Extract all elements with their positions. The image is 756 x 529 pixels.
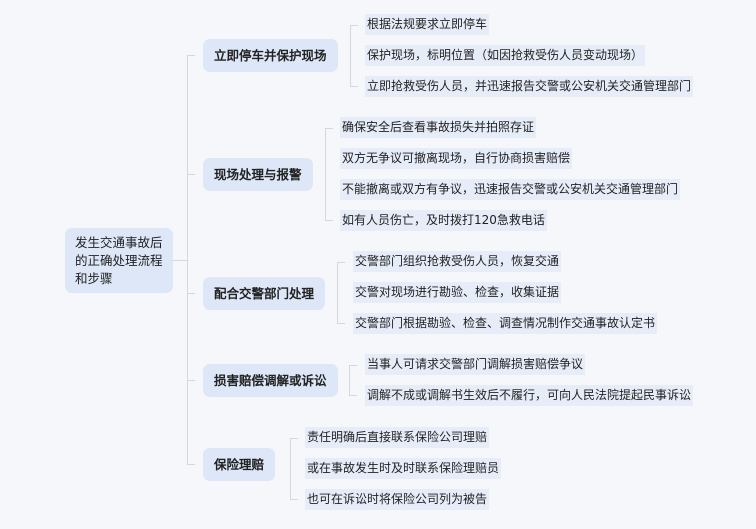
leaf-node[interactable]: 不能撤离或双方有争议，迅速报告交警或公安机关交通管理部门 [340,179,681,200]
branch-node[interactable]: 立即停车并保护现场 [203,39,338,72]
connector [350,25,351,87]
connector [349,365,350,396]
root-line: 的正确处理流程 [75,253,163,268]
leaf-node[interactable]: 责任明确后直接联系保险公司理赔 [305,427,490,448]
connector [290,499,298,500]
leaf-node[interactable]: 双方无争议可撤离现场，自行协商损害赔偿 [340,148,573,169]
leaf-node[interactable]: 立即抢救受伤人员，并迅速报告交警或公安机关交通管理部门 [365,76,694,97]
leaf-node[interactable]: 交警部门组织抢救受伤人员，恢复交通 [353,251,562,272]
connector [337,262,338,324]
connector [325,128,333,129]
root-line: 发生交通事故后 [75,235,163,250]
connector [349,365,357,366]
leaf-node[interactable]: 交警部门根据勘验、检查、调查情况制作交通事故认定书 [353,313,658,334]
connector [187,55,188,465]
root-node[interactable]: 发生交通事故后 的正确处理流程 和步骤 [65,228,173,293]
leaf-node[interactable]: 或在事故发生时及时联系保险理赔员 [305,458,502,479]
leaf-node[interactable]: 调解不成或调解书生效后不履行，可向人民法院提起民事诉讼 [365,385,694,406]
connector [337,262,345,263]
branch-node[interactable]: 保险理赔 [203,448,276,481]
connector [172,260,187,261]
leaf-node[interactable]: 根据法规要求立即停车 [365,14,490,35]
branch-node[interactable]: 配合交警部门处理 [203,277,326,310]
connector [187,380,195,381]
connector [290,438,291,500]
connector [187,464,195,465]
connector [290,438,298,439]
leaf-node[interactable]: 确保安全后查看事故损失并拍照存证 [340,117,537,138]
connector [325,220,333,221]
connector [350,86,358,87]
root-line: 和步骤 [75,271,113,286]
branch-node[interactable]: 现场处理与报警 [203,158,313,191]
connector [325,128,326,221]
connector [349,395,357,396]
connector [187,55,195,56]
leaf-node[interactable]: 也可在诉讼时将保险公司列为被告 [305,489,490,510]
connector [350,25,358,26]
branch-node[interactable]: 损害赔偿调解或诉讼 [203,364,338,397]
leaf-node[interactable]: 交警对现场进行勘验、检查，收集证据 [353,282,562,303]
connector [187,174,195,175]
connector [187,293,195,294]
leaf-node[interactable]: 如有人员伤亡，及时拨打120急救电话 [340,210,547,231]
leaf-node[interactable]: 保护现场，标明位置（如因抢救受伤人员变动现场） [365,45,646,66]
connector [337,323,345,324]
leaf-node[interactable]: 当事人可请求交警部门调解损害赔偿争议 [365,354,586,375]
